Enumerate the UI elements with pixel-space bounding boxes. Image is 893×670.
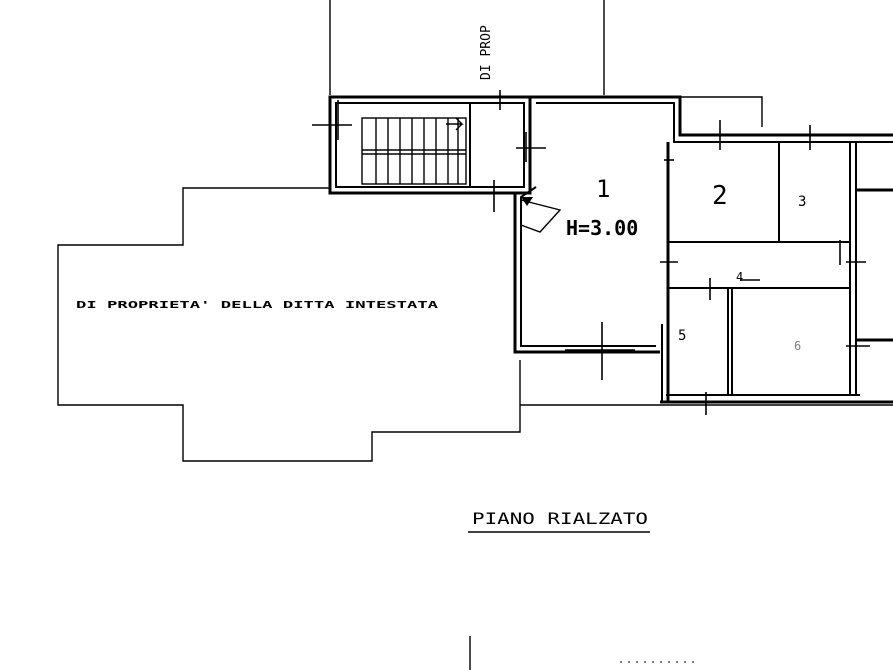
neighbor-property-label: DI PROP: [479, 25, 494, 80]
room-4-label: 4: [736, 270, 743, 284]
stair-core: [328, 95, 532, 195]
terrace-outline: [57, 187, 521, 462]
neighbor-boundary: [329, 0, 605, 95]
terrace-label: DI PROPRIETA' DELLA DITTA INTESTATA: [76, 300, 438, 311]
room-5-label: 5: [678, 328, 686, 344]
ceiling-height-label: H=3.00: [566, 216, 638, 240]
room-1-label: 1: [596, 175, 610, 203]
room-2-label: 2: [712, 181, 728, 211]
stair-treads: [361, 117, 467, 185]
apartment-walls: [513, 95, 893, 404]
room-6-label: 6: [794, 339, 801, 353]
opening-ticks: [312, 90, 870, 415]
floor-title: PIANO RIALZATO: [472, 509, 648, 528]
room-3-label: 3: [798, 194, 806, 210]
